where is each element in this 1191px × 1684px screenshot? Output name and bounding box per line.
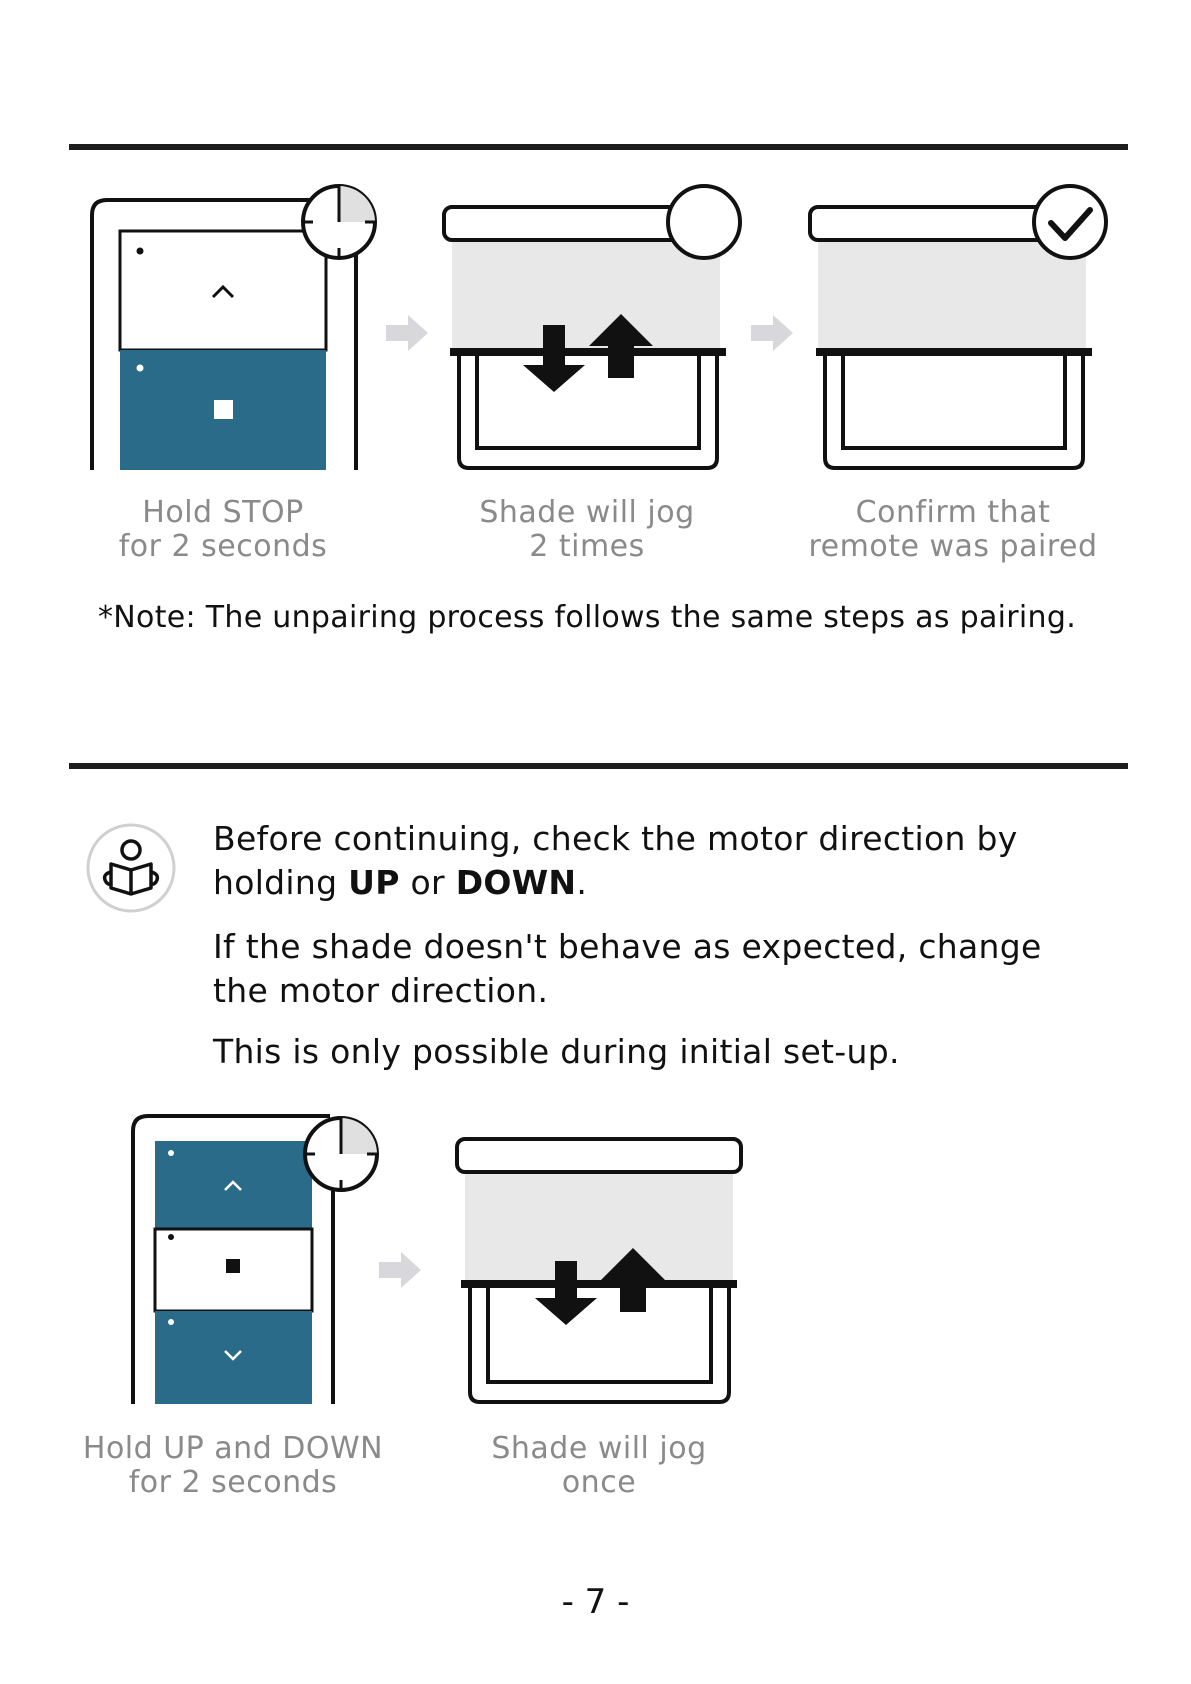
unpairing-note: *Note: The unpairing process follows the… bbox=[98, 600, 1077, 635]
page-number: - 7 - bbox=[561, 1582, 630, 1622]
up-keyword: UP bbox=[348, 863, 400, 902]
section-divider-middle bbox=[69, 763, 1128, 769]
down-keyword: DOWN bbox=[455, 863, 577, 902]
setup-only-note: This is only possible during initial set… bbox=[213, 1032, 900, 1071]
motor-direction-instruction: Before continuing, check the motor direc… bbox=[213, 819, 1018, 902]
section-divider-top bbox=[69, 144, 1128, 150]
arrow-right-icon bbox=[386, 315, 428, 351]
change-direction-instruction: If the shade doesn't behave as expected,… bbox=[213, 927, 1042, 1010]
manual-book-icon bbox=[86, 823, 176, 913]
arrow-right-icon bbox=[751, 315, 793, 351]
arrow-right-icon bbox=[379, 1252, 421, 1288]
